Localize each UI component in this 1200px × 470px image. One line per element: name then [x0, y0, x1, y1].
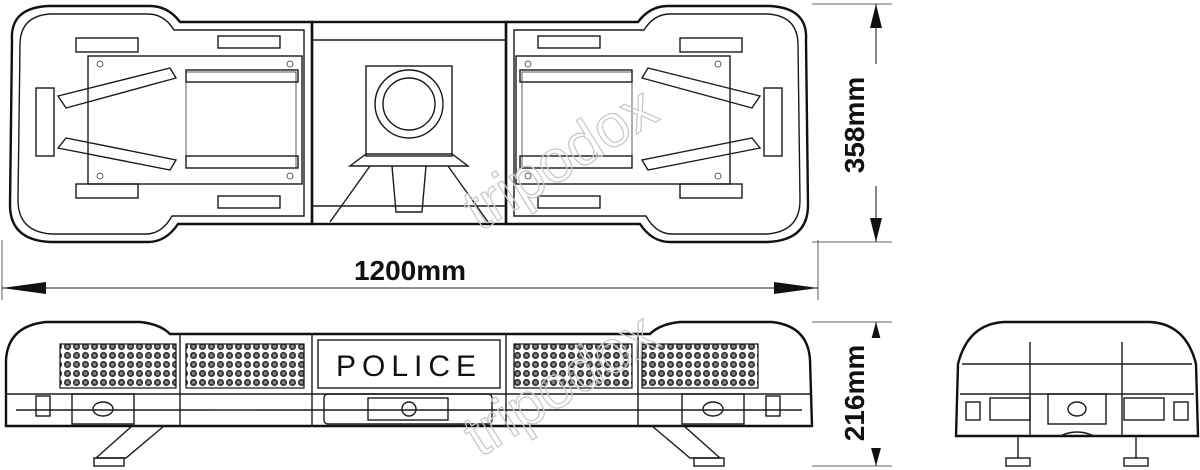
length-dimension: 1200mm	[1, 240, 819, 300]
top-left-housing	[8, 4, 314, 244]
height-dimension: 216mm	[812, 321, 896, 467]
front-view: POLICE	[4, 320, 814, 467]
watermark: tripodox	[451, 73, 668, 243]
side-view	[954, 320, 1200, 467]
length-label: 1200mm	[354, 255, 466, 286]
top-right-housing	[504, 4, 810, 244]
police-label: POLICE	[336, 350, 482, 383]
watermark: tripodox	[451, 299, 668, 469]
led-module	[59, 343, 177, 389]
led-module	[513, 343, 633, 389]
height-label: 216mm	[839, 345, 870, 442]
led-module	[641, 343, 759, 389]
depth-label: 358mm	[839, 77, 870, 174]
depth-dimension: 358mm	[812, 3, 896, 243]
top-view	[8, 4, 810, 244]
led-module	[185, 343, 305, 389]
